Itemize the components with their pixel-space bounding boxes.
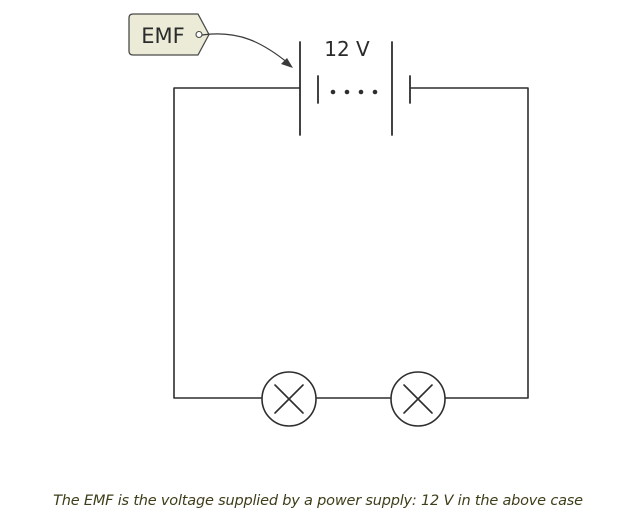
lamp-left-cross — [274, 384, 304, 414]
figure-caption: The EMF is the voltage supplied by a pow… — [53, 493, 583, 509]
emf-tag: EMF — [128, 13, 210, 56]
wire-left-segment — [173, 87, 301, 399]
emf-tag-label: EMF — [141, 24, 184, 48]
emf-tag-hole — [195, 30, 203, 39]
emf-pointer-line — [201, 33, 289, 64]
emf-tag-body — [128, 13, 210, 56]
lamp-right-cross — [403, 384, 433, 414]
battery-voltage-label: 12 V — [324, 37, 370, 61]
lamp-right — [390, 371, 446, 427]
battery-cell-dot — [344, 89, 350, 95]
wire-right-segment — [410, 87, 529, 399]
battery-symbol: 12 V — [299, 37, 411, 136]
emf-pointer-arrowhead — [281, 58, 293, 68]
battery-cell-dot — [358, 89, 364, 95]
emf-pointer-arrow — [201, 33, 293, 68]
lamp-left — [261, 371, 317, 427]
battery-cell-dot — [372, 89, 378, 95]
circuit-wires — [173, 87, 529, 399]
battery-cell-dot — [330, 89, 336, 95]
